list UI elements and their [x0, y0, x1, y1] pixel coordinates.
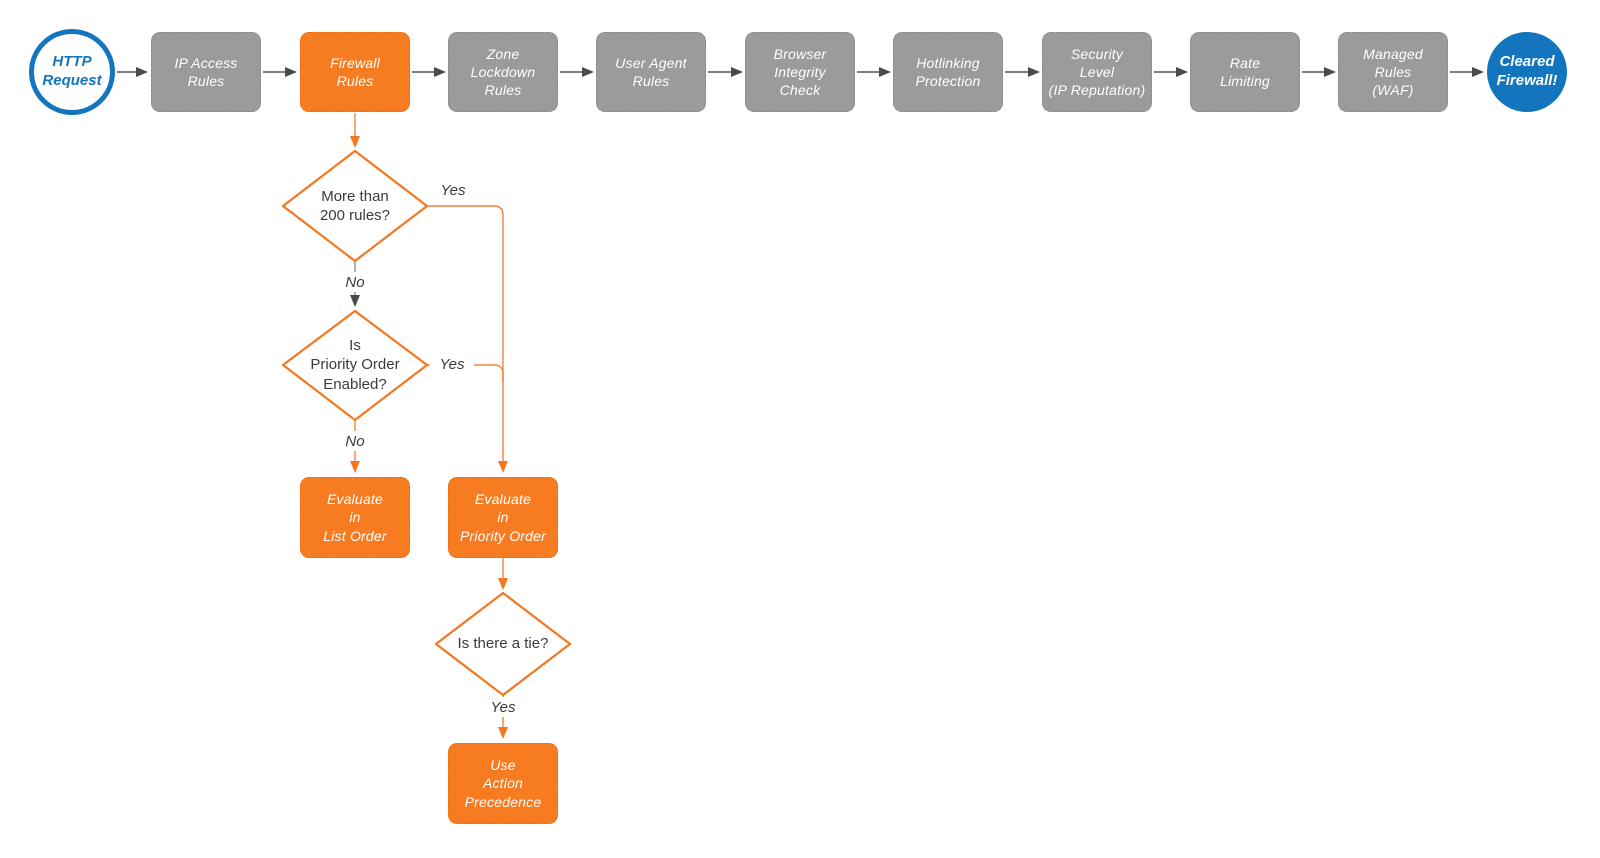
node-firewall-rules: Firewall Rules: [300, 32, 410, 112]
node-rate-limiting: Rate Limiting: [1190, 32, 1300, 112]
edge-label-rules200-yes: Yes: [440, 181, 466, 199]
node-use-action-precedence: Use Action Precedence: [448, 743, 558, 824]
node-hotlinking-protection: Hotlinking Protection: [893, 32, 1003, 112]
node-ip-access-rules: IP Access Rules: [151, 32, 261, 112]
label-priority-order-enabled: Is Priority Order Enabled?: [310, 336, 400, 393]
edge-label-rules200-no: No: [333, 272, 377, 292]
node-evaluate-in-list-order: Evaluate in List Order: [300, 477, 410, 558]
diamond-priority-order-enabled: [281, 309, 429, 422]
node-zone-lockdown-rules: Zone Lockdown Rules: [448, 32, 558, 112]
diamond-more-than-200-rules: [281, 149, 429, 263]
diamond-is-there-a-tie: [434, 591, 572, 697]
edge-label-priority-no: No: [333, 431, 377, 451]
node-http-request: HTTP Request: [29, 29, 115, 115]
edge-priority-yes: [427, 364, 504, 382]
node-managed-rules-waf: Managed Rules (WAF): [1338, 32, 1448, 112]
node-browser-integrity-check: Browser Integrity Check: [745, 32, 855, 112]
edge-label-tie-yes: Yes: [481, 697, 525, 717]
node-evaluate-in-priority-order: Evaluate in Priority Order: [448, 477, 558, 558]
edge-label-priority-yes: Yes: [430, 354, 474, 374]
node-security-level: Security Level (IP Reputation): [1042, 32, 1152, 112]
node-user-agent-rules: User Agent Rules: [596, 32, 706, 112]
label-more-than-200-rules: More than 200 rules?: [319, 187, 391, 225]
edge-rules200-yes: [427, 205, 508, 473]
node-cleared-firewall: Cleared Firewall!: [1487, 32, 1567, 112]
label-is-there-a-tie: Is there a tie?: [457, 635, 549, 653]
